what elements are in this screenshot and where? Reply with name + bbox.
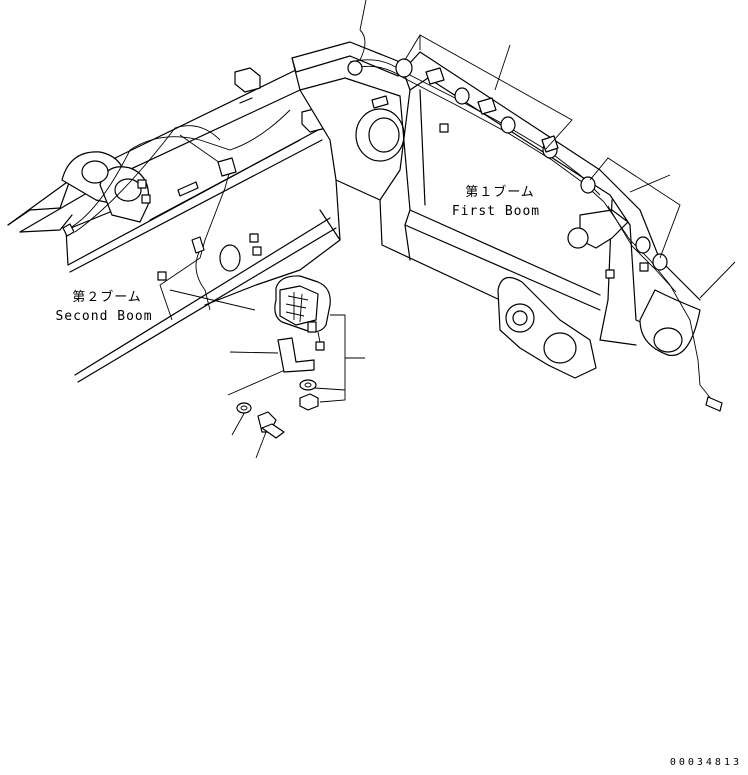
first-boom bbox=[204, 29, 723, 412]
drawing-number: 00034813 bbox=[669, 757, 742, 768]
leader-lines bbox=[169, 0, 736, 459]
first-boom-label-en: First Boom bbox=[451, 204, 541, 219]
first-boom-label-jp: 第１ブーム bbox=[465, 185, 535, 200]
second-boom-label-jp: 第２ブーム bbox=[72, 290, 142, 305]
second-boom bbox=[7, 67, 337, 383]
work-lamp-assembly bbox=[236, 275, 331, 439]
second-boom-label-en: Second Boom bbox=[55, 309, 153, 324]
